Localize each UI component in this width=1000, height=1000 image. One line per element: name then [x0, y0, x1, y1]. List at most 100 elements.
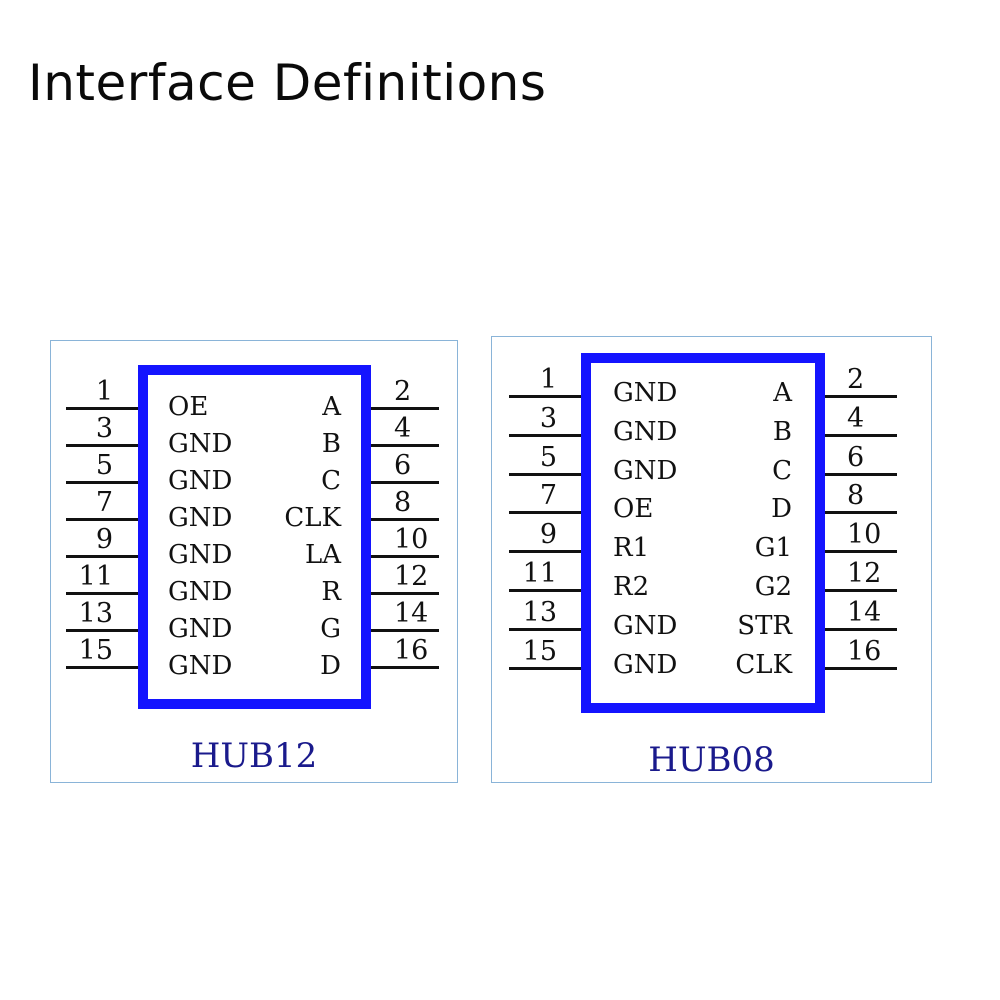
hub08-pin-signal: CLK: [735, 649, 792, 680]
hub08-connector-body: [581, 353, 825, 713]
hub08-pin-signal: GND: [613, 455, 678, 486]
hub08-pin-lead: [509, 511, 581, 515]
hub08-pin-number: 9: [539, 519, 557, 551]
hub08-pin-lead: [825, 550, 897, 554]
hub12-connector-body: [138, 365, 371, 709]
hub12-pin-signal: D: [320, 651, 341, 681]
hub12-pin-lead: [66, 629, 138, 632]
hub12-pin-signal: GND: [168, 540, 233, 570]
hub08-pin-lead: [825, 666, 897, 670]
hub08-pin-lead: [825, 433, 897, 437]
hub12-pin-number: 6: [394, 450, 412, 481]
hub12-pin-signal: GND: [168, 651, 233, 681]
hub08-pin-signal: GND: [613, 378, 678, 408]
hub08-pin-signal: GND: [613, 610, 678, 641]
hub12-pin-signal: OE: [168, 392, 209, 422]
hub08-pin-signal: STR: [737, 610, 792, 641]
hub08-pin-lead: [825, 511, 897, 515]
hub12-pin-signal: CLK: [284, 503, 341, 533]
hub12-pin-number: 1: [95, 376, 113, 407]
hub12-pin-signal: GND: [168, 577, 233, 607]
hub08-pin-signal: R2: [613, 572, 650, 602]
hub12-pin-lead: [66, 592, 138, 595]
hub12-pin-lead: [371, 481, 439, 484]
hub08-pin-number: 6: [847, 441, 865, 473]
hub08-label: HUB08: [648, 740, 775, 780]
hub12-pin-number: 16: [394, 635, 429, 666]
hub08-pin-lead: [509, 589, 581, 592]
hub12-pin-lead: [66, 407, 138, 410]
hub12-pin-signal: GND: [168, 466, 233, 496]
hub12-pin-number: 15: [78, 635, 113, 666]
hub08-pin-lead: [509, 627, 581, 631]
hub08-pin-lead: [509, 666, 581, 670]
hub08-pin-lead: [509, 395, 581, 398]
hub08-pin-lead: [825, 395, 897, 398]
hub08-pin-signal: B: [772, 416, 792, 447]
hub12-pin-signal: GND: [168, 503, 233, 533]
hub08-pin-number: 12: [847, 558, 882, 589]
hub12-pin-signal: B: [321, 429, 341, 459]
hub08-pin-number: 5: [539, 441, 557, 473]
hub12-pin-signal: R: [321, 577, 341, 607]
hub12-pin-number: 5: [95, 450, 113, 481]
hub12-pin-lead: [371, 592, 439, 595]
hub08-pin-number: 11: [522, 558, 557, 589]
hub08-pin-signal: GND: [613, 416, 678, 447]
hub12-pin-number: 8: [394, 487, 412, 518]
hub08-pin-number: 13: [522, 596, 557, 628]
hub08-pin-number: 10: [847, 519, 882, 551]
hub08-pin-signal: C: [772, 455, 792, 486]
hub12-pin-lead: [371, 407, 439, 410]
hub08-pin-number: 8: [847, 480, 865, 512]
hub12-pin-number: 11: [78, 561, 113, 592]
hub08-pin-signal: R1: [613, 533, 650, 564]
hub12-pin-lead: [66, 444, 138, 447]
hub08-pin-number: 16: [847, 635, 882, 667]
hub12-pin-number: 9: [95, 524, 113, 555]
hub08-pin-number: 2: [847, 364, 865, 395]
hub12-pin-signal: G: [320, 614, 341, 644]
hub08-pin-lead: [509, 550, 581, 554]
hub12-pin-lead: [66, 518, 138, 521]
hub08-pin-signal: A: [773, 378, 792, 408]
hub12-pin-signal: GND: [168, 614, 233, 644]
hub08-pin-signal: OE: [613, 494, 654, 525]
hub12-pin-number: 4: [394, 413, 412, 444]
hub12-pin-lead: [371, 518, 439, 521]
hub12-pin-number: 13: [78, 598, 113, 629]
hub12-label: HUB12: [190, 736, 318, 776]
hub12-pin-lead: [371, 555, 439, 558]
hub12-pin-lead: [66, 555, 138, 558]
hub08-pin-signal: D: [771, 494, 792, 525]
hub12-pin-number: 10: [394, 524, 429, 555]
hub12-pin-signal: GND: [168, 429, 233, 459]
hub08-pin-signal: G2: [754, 572, 792, 602]
hub08-pin-signal: G1: [754, 533, 792, 564]
hub08-pin-lead: [825, 589, 897, 592]
hub12-pin-lead: [371, 444, 439, 447]
hub12-pin-signal: LA: [304, 540, 341, 570]
hub12-pin-lead: [371, 629, 439, 632]
hub08-pin-lead: [825, 472, 897, 476]
hub12-pin-number: 12: [394, 561, 429, 592]
hub08-pin-number: 7: [539, 480, 557, 512]
hub12-pin-signal: A: [322, 392, 341, 422]
hub12-pin-number: 14: [394, 598, 429, 629]
hub12-pin-number: 7: [95, 487, 113, 518]
hub12-pin-signal: C: [321, 466, 341, 496]
hub12-pin-number: 3: [95, 413, 113, 444]
hub08-pin-number: 14: [847, 596, 882, 628]
hub12-pin-number: 2: [394, 376, 412, 407]
hub08-pin-lead: [509, 433, 581, 437]
hub08-pin-signal: GND: [613, 649, 678, 680]
hub12-pin-lead: [371, 666, 439, 669]
hub08-pin-number: 4: [847, 402, 865, 434]
hub12-pin-lead: [66, 666, 138, 669]
hub12-pin-lead: [66, 481, 138, 484]
page-title: Interface Definitions: [28, 54, 547, 112]
hub08-pin-number: 15: [522, 635, 557, 667]
hub08-pin-number: 1: [539, 364, 557, 395]
